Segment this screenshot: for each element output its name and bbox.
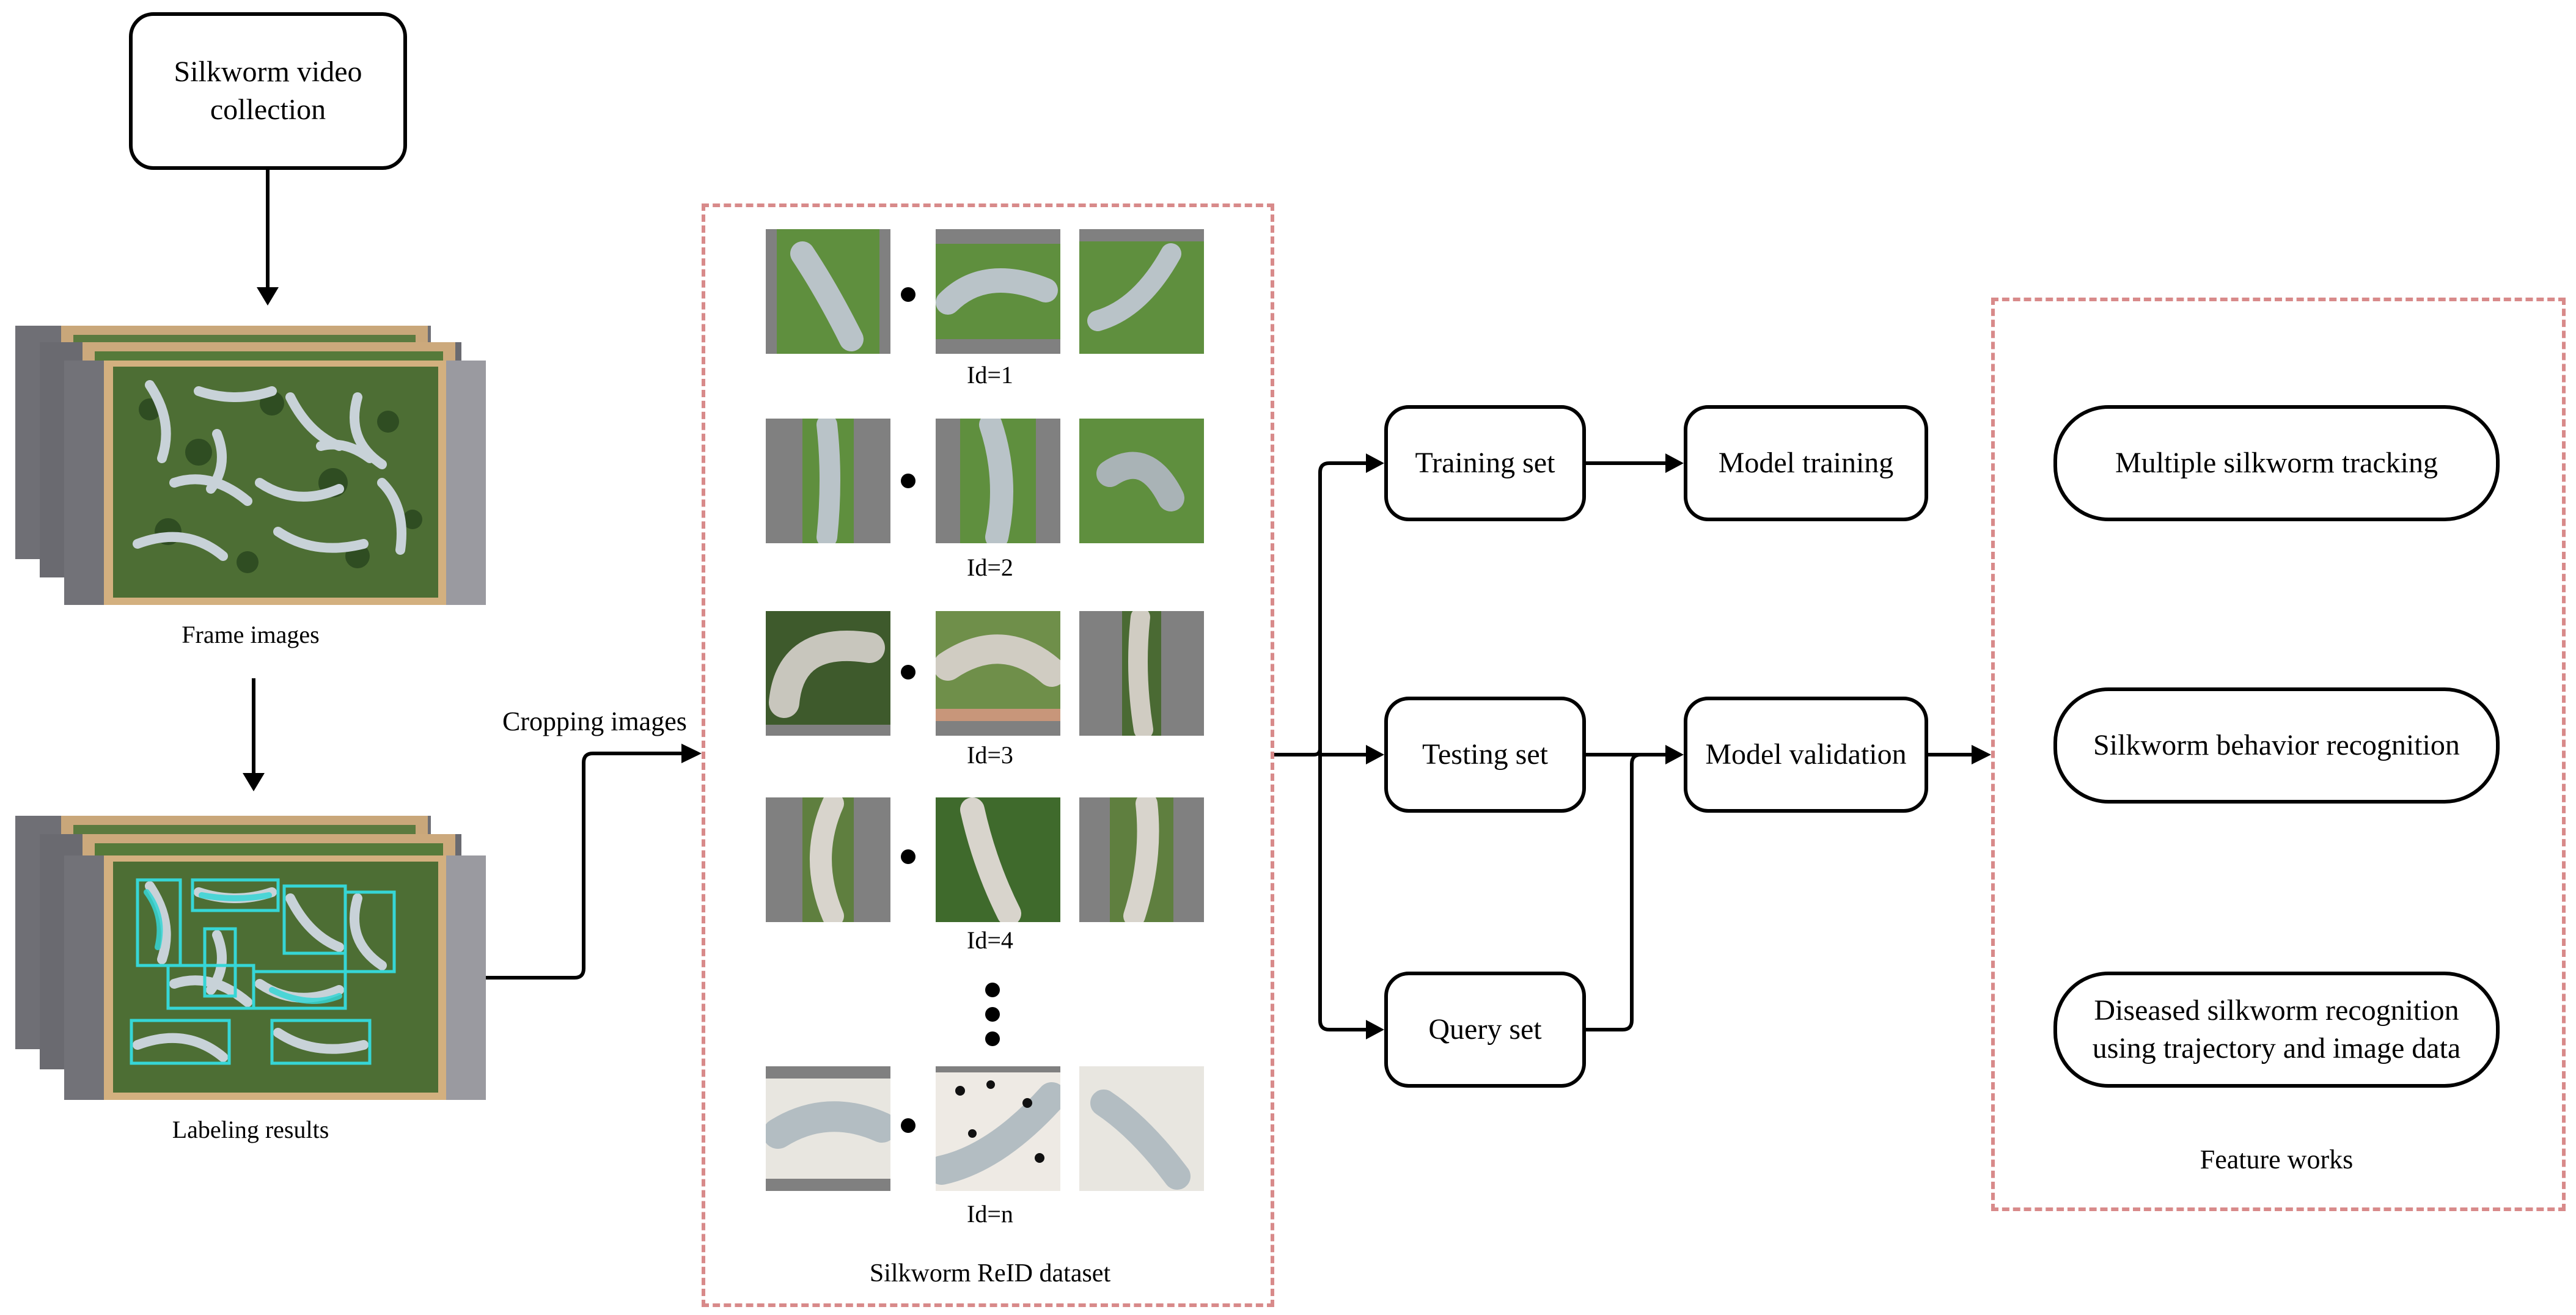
crop-image: [936, 419, 1060, 543]
separator-dot: [901, 1118, 916, 1133]
labeling-results-illustration: [15, 816, 486, 1100]
frame-images-stack: [15, 324, 486, 605]
arrow-to-query-set: [1318, 755, 1375, 1031]
id-label-1: Id=1: [967, 361, 1013, 389]
ellipsis-dot: [985, 1031, 1000, 1046]
id-label-n: Id=n: [967, 1200, 1013, 1228]
training-set-box: Training set: [1384, 405, 1586, 521]
crop-image: [1079, 229, 1204, 354]
frame-front: [64, 361, 486, 605]
crop-image: [936, 1066, 1060, 1191]
diseased-box: Diseased silkworm recognition using traj…: [2053, 972, 2500, 1088]
ellipsis-dot: [985, 1007, 1000, 1022]
behavior-box: Silkworm behavior recognition: [2053, 687, 2500, 804]
query-set-box: Query set: [1384, 972, 1586, 1088]
video-collection-line1: Silkworm video: [174, 56, 362, 88]
reid-dataset-caption: Silkworm ReID dataset: [869, 1259, 1111, 1288]
arrow-query-to-validation: [1586, 753, 1642, 1031]
ellipsis-dot: [985, 983, 1000, 997]
testing-set-box: Testing set: [1384, 697, 1586, 813]
crop-image: [766, 419, 890, 543]
id-label-4: Id=4: [967, 926, 1013, 954]
crop-image: [766, 1066, 890, 1191]
id-label-3: Id=3: [967, 741, 1013, 769]
diseased-line2: using trajectory and image data: [2092, 1032, 2461, 1064]
feature-works-container: [1991, 298, 2566, 1211]
label-frame-front: [64, 855, 486, 1100]
tracking-box: Multiple silkworm tracking: [2053, 405, 2500, 521]
crop-image: [766, 229, 890, 354]
crop-image: [766, 797, 890, 922]
video-collection-line2: collection: [210, 93, 326, 126]
crop-image: [1079, 611, 1204, 736]
separator-dot: [901, 287, 916, 302]
video-collection-box: Silkworm video collection: [129, 12, 407, 170]
bounding-boxes: [130, 878, 396, 1065]
crop-image: [1079, 1066, 1204, 1191]
crop-image: [1079, 797, 1204, 922]
separator-dot: [901, 665, 916, 679]
separator-dot: [901, 474, 916, 488]
id-label-2: Id=2: [967, 554, 1013, 581]
labeling-results-stack: [15, 813, 486, 1100]
crop-image: [936, 229, 1060, 354]
cropping-images-label: Cropping images: [502, 706, 687, 736]
arrow-labeling-to-dataset: [486, 752, 691, 980]
crop-image: [936, 611, 1060, 736]
crop-image: [936, 797, 1060, 922]
arrow-to-training-set: [1318, 461, 1375, 755]
labeling-results-caption: Labeling results: [172, 1116, 329, 1143]
diseased-line1: Diseased silkworm recognition: [2094, 994, 2459, 1027]
model-validation-box: Model validation: [1684, 697, 1928, 813]
feature-works-caption: Feature works: [2200, 1145, 2354, 1174]
crop-image: [1079, 419, 1204, 543]
crop-image: [766, 611, 890, 736]
reid-dataset-container: [702, 203, 1274, 1307]
frame-images-illustration: [15, 326, 486, 605]
separator-dot: [901, 849, 916, 864]
frame-images-caption: Frame images: [182, 621, 320, 648]
model-training-box: Model training: [1684, 405, 1928, 521]
